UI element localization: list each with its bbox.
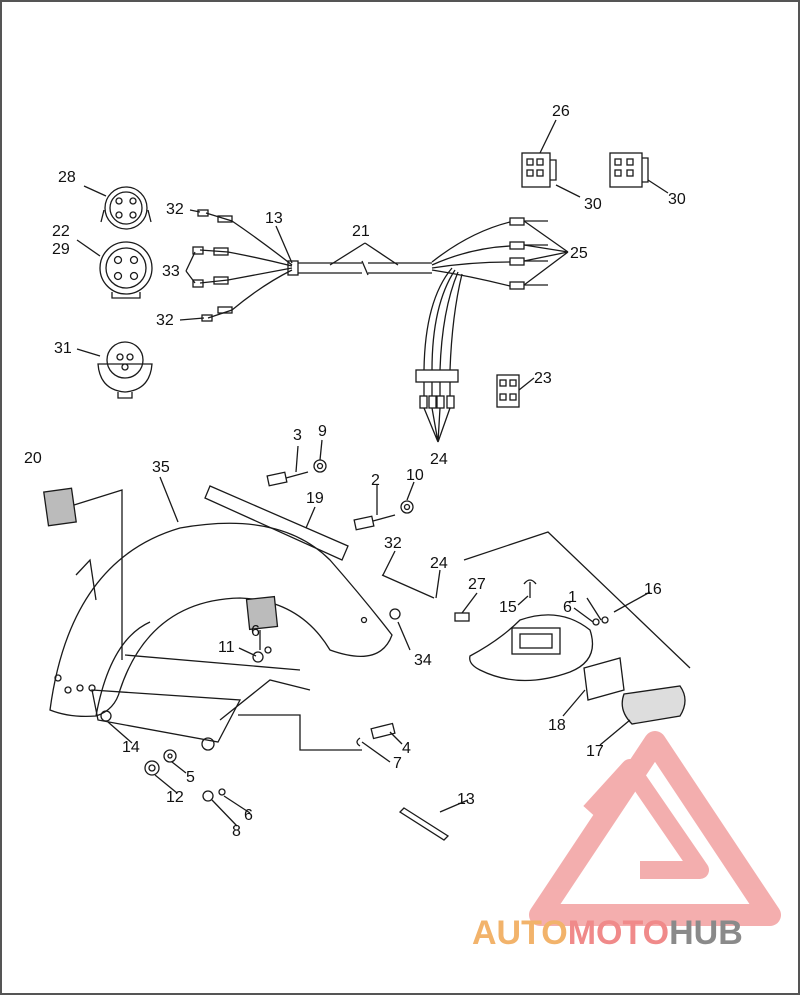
callout-6c: 6	[244, 807, 253, 824]
callout-14: 14	[122, 739, 140, 756]
leader-20	[73, 489, 123, 660]
callout-32a: 32	[166, 201, 184, 218]
callout-numbers: 1 2 3 4 5 6 6 6 7 8 9 10 11 12 13 13 14 …	[24, 103, 686, 840]
connector-23	[496, 374, 520, 408]
fender-35	[49, 522, 393, 751]
diagram-drawing	[43, 119, 691, 841]
strip-19	[204, 485, 349, 561]
callout-22: 22	[52, 223, 70, 240]
watermark-auto: AUTO	[472, 914, 568, 952]
callout-19: 19	[306, 490, 324, 507]
bolt-3	[266, 471, 309, 487]
callout-30a: 30	[584, 196, 602, 213]
callout-10: 10	[406, 467, 424, 484]
callout-28: 28	[58, 169, 76, 186]
bolt-2	[353, 514, 396, 531]
lens-18	[583, 657, 625, 701]
connector-30	[609, 152, 649, 188]
nut-10	[400, 500, 414, 514]
callout-31: 31	[54, 340, 72, 357]
callout-24b: 24	[430, 555, 448, 572]
callout-6a: 6	[251, 623, 260, 640]
callout-1: 1	[568, 589, 577, 606]
callout-32b: 32	[156, 312, 174, 329]
connector-31	[97, 341, 153, 399]
callout-35: 35	[152, 459, 170, 476]
watermark-logo	[529, 731, 781, 926]
connector-22-29	[99, 241, 153, 299]
callout-34: 34	[414, 652, 432, 669]
callout-9: 9	[318, 423, 327, 440]
callout-12: 12	[166, 789, 184, 806]
callout-15: 15	[499, 599, 517, 616]
callout-23: 23	[534, 370, 552, 387]
callout-4: 4	[402, 740, 411, 757]
callout-33: 33	[162, 263, 180, 280]
watermark-text: AUTOMOTOHUB	[472, 914, 743, 952]
callout-2: 2	[371, 472, 380, 489]
reflector-20	[43, 487, 77, 527]
callout-13a: 13	[265, 210, 283, 227]
connector-26	[521, 152, 557, 188]
leader-16-bracket	[463, 531, 691, 669]
callout-21: 21	[352, 223, 370, 240]
callout-18: 18	[548, 717, 566, 734]
watermark-hub: HUB	[669, 914, 743, 952]
callout-11: 11	[218, 639, 235, 656]
callout-29: 29	[52, 241, 70, 258]
callout-16: 16	[644, 581, 662, 598]
wiring-harness	[192, 209, 548, 409]
callout-27: 27	[468, 576, 486, 593]
callout-5: 5	[186, 769, 195, 786]
callout-17: 17	[586, 743, 604, 760]
callout-32c: 32	[384, 535, 402, 552]
callout-8: 8	[232, 823, 241, 840]
connector-28	[100, 186, 152, 230]
tail-light-16	[469, 614, 594, 682]
watermark-moto: MOTO	[568, 914, 669, 952]
callout-20: 20	[24, 450, 42, 467]
callout-7: 7	[393, 755, 402, 772]
fasteners	[100, 574, 609, 841]
callout-25: 25	[570, 245, 588, 262]
leader-lines	[76, 119, 669, 827]
callout-26: 26	[552, 103, 570, 120]
lamp-17	[621, 685, 686, 725]
callout-13b: 13	[457, 791, 475, 808]
callout-3: 3	[293, 427, 302, 444]
callout-6b: 6	[563, 599, 572, 616]
callout-24a: 24	[430, 451, 448, 468]
callout-30b: 30	[668, 191, 686, 208]
